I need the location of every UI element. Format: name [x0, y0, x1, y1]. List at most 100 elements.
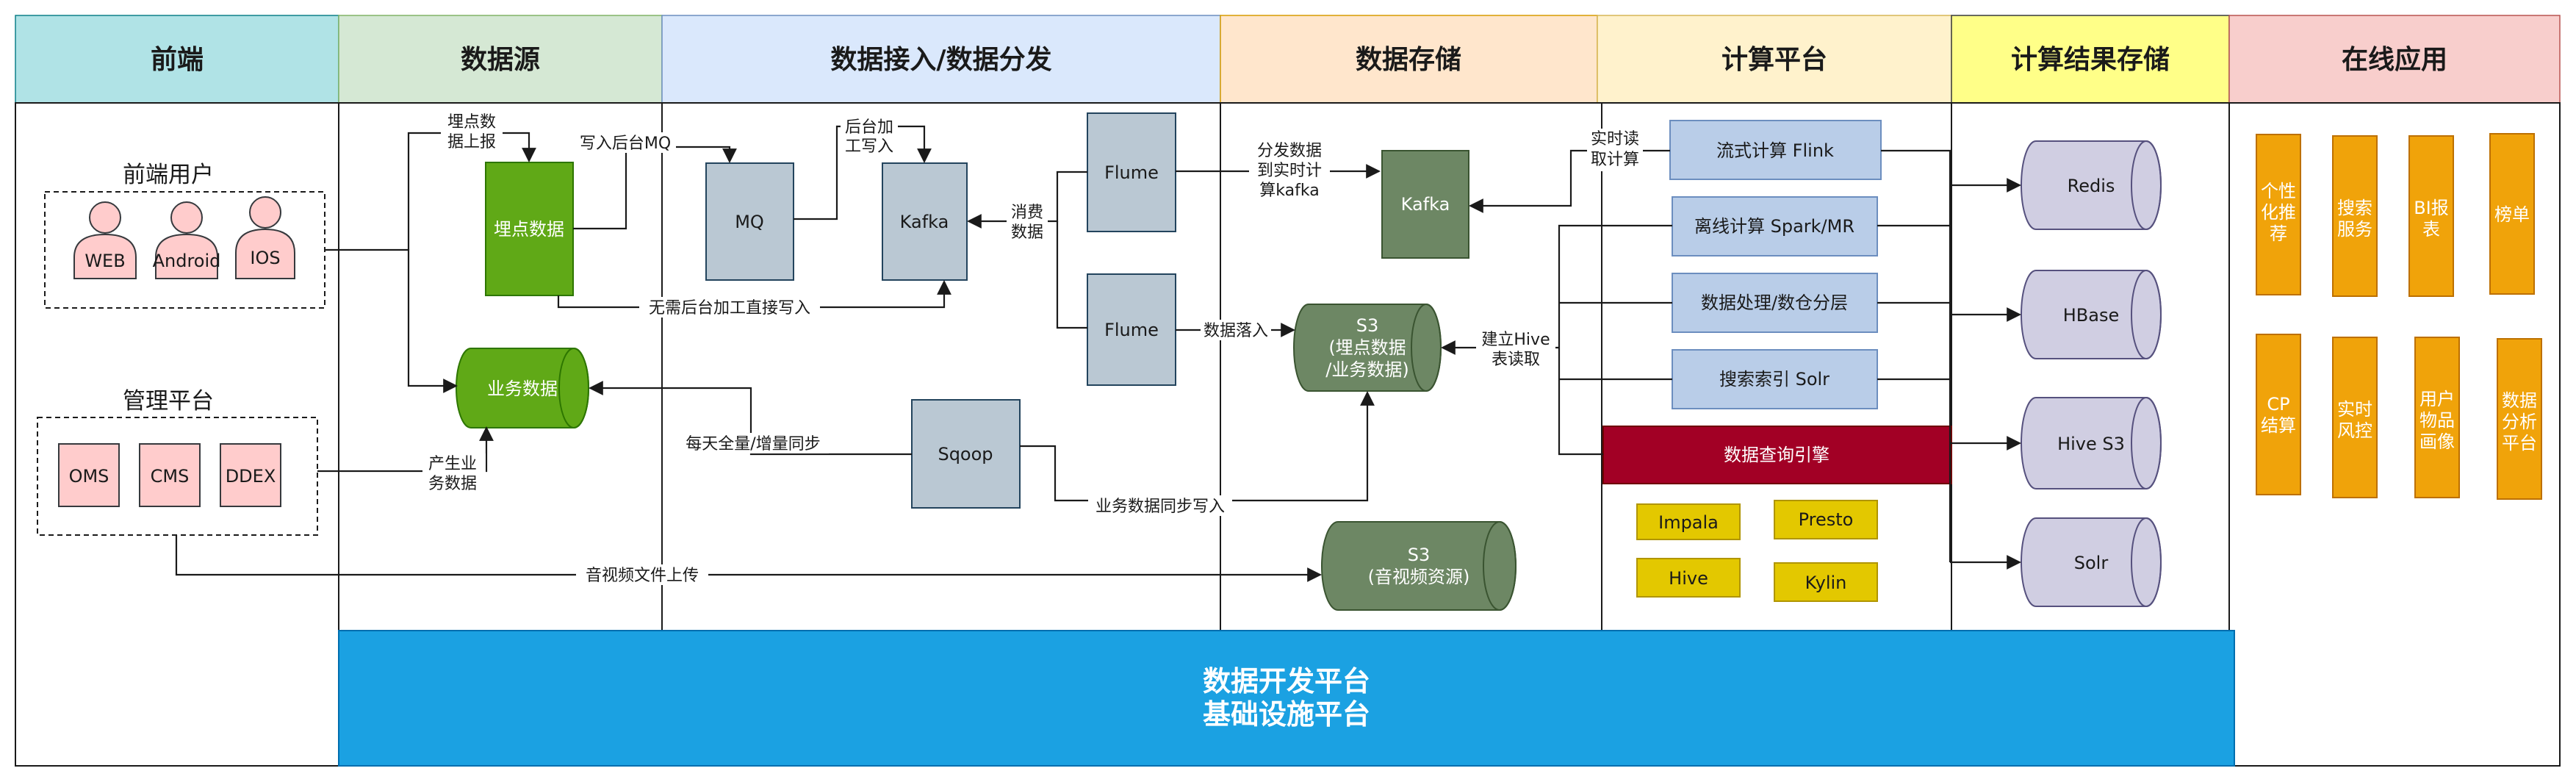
flume-bottom-node: Flume [1087, 273, 1176, 386]
mq-label: MQ [735, 212, 764, 232]
label-write-mq: 写入后台MQ [580, 134, 671, 153]
edge-admin-to-business [317, 426, 494, 473]
flume-bottom-label: Flume [1104, 320, 1159, 340]
label-media-upload: 音视频文件上传 [586, 567, 699, 585]
header-source-bg [338, 15, 663, 104]
app-user-profile-l2: 物品 [2420, 410, 2455, 431]
admin-ddex-label: DDEX [226, 466, 276, 487]
app-bi-report-l2: 表 [2422, 219, 2440, 240]
header-ingest-bg [661, 15, 1221, 104]
label-biz-sync: 业务数据同步写入 [1095, 498, 1225, 516]
app-bi-report [2408, 135, 2454, 297]
app-search-l2: 服务 [2337, 219, 2372, 240]
compute-solr-node: 搜索索引 Solr [1672, 349, 1878, 409]
edge-labels: 埋点数 据上报 写入后台MQ 后台加 工写入 消费 数据 无需后台加工直接写入 … [422, 111, 1643, 585]
app-recommend-l3: 荐 [2270, 223, 2287, 244]
app-cp-settlement-l1: CP [2267, 394, 2289, 415]
app-user-profile-l3: 画像 [2420, 431, 2455, 452]
app-analytics-l1: 数据 [2502, 390, 2537, 411]
user-web: WEB [73, 201, 137, 279]
label-produce-2: 务数据 [428, 475, 477, 493]
label-direct-write: 无需后台加工直接写入 [649, 299, 810, 318]
platform-bar: 数据开发平台 基础设施平台 [338, 630, 2235, 767]
ingest-kafka-node: Kafka [882, 162, 968, 281]
compute-spark-label: 离线计算 Spark/MR [1694, 216, 1854, 237]
header-storage: 数据存储 [1356, 45, 1461, 75]
edge-users-to-business [325, 248, 458, 393]
app-recommend [2256, 134, 2301, 295]
compute-warehouse-label: 数据处理/数仓分层 [1701, 293, 1848, 313]
app-analytics-platform [2497, 338, 2542, 500]
label-backend-2: 工写入 [845, 137, 893, 156]
s3-media-line1: S3 [1408, 545, 1431, 565]
admin-ddex [220, 443, 281, 507]
app-cp-settlement [2256, 334, 2301, 495]
header-storage-bg [1220, 15, 1598, 104]
admin-cms [139, 443, 201, 507]
s3-tracking-line3: /业务数据) [1325, 359, 1408, 380]
storage-kafka-label: Kafka [1401, 194, 1450, 215]
result-solr-node: Solr [2021, 517, 2162, 607]
sqoop-label: Sqoop [938, 444, 993, 464]
app-ranking-l1: 榜单 [2494, 204, 2530, 225]
app-recommend-l1: 个性 [2261, 181, 2296, 201]
header-ingest: 数据接入/数据分发 [830, 45, 1051, 75]
label-hive-2: 表读取 [1492, 351, 1540, 369]
s3-tracking-line1: S3 [1356, 315, 1379, 336]
online-apps: 个性 化推 荐 搜索 服务 BI报 表 榜单 CP 结算 实时 风控 用户 物品… [2256, 133, 2542, 500]
tracking-data-node: 埋点数据 [485, 162, 574, 296]
app-user-profile-l1: 用户 [2420, 389, 2455, 409]
app-recommend-l2: 化推 [2261, 202, 2296, 223]
result-redis-label: Redis [2068, 176, 2115, 196]
header-frontend: 前端 [151, 45, 204, 75]
query-engine-label: 数据查询引擎 [1724, 445, 1830, 465]
result-hive-s3-label: Hive S3 [2057, 434, 2125, 454]
flume-top-node: Flume [1087, 112, 1176, 232]
app-analytics-l3: 平台 [2502, 433, 2537, 453]
engine-hive-label: Hive [1669, 568, 1708, 589]
compute-flink-label: 流式计算 Flink [1716, 140, 1834, 161]
result-hive-s3-node: Hive S3 [2021, 397, 2162, 489]
compute-flink-node: 流式计算 Flink [1669, 120, 1882, 180]
label-produce-1: 产生业 [428, 455, 477, 473]
app-analytics-l2: 分析 [2502, 412, 2537, 432]
app-bi-report-l1: BI报 [2414, 198, 2449, 218]
header-source: 数据源 [461, 45, 540, 75]
admin-oms-label: OMS [69, 466, 109, 487]
result-hbase-node: HBase [2021, 270, 2162, 359]
user-ios: IOS [235, 196, 295, 279]
header-compute: 计算平台 [1721, 45, 1827, 75]
header-compute-bg [1597, 15, 1952, 104]
admin-oms [58, 443, 120, 507]
engine-presto-label: Presto [1799, 509, 1854, 530]
label-backend-1: 后台加 [845, 118, 893, 137]
edge-compute-to-s3 [1558, 224, 1672, 456]
engine-impala-label: Impala [1658, 512, 1719, 533]
s3-media-node: S3 (音视频资源) [1321, 521, 1517, 611]
label-daily-sync: 每天全量/增量同步 [686, 435, 820, 453]
engine-impala: Impala [1636, 503, 1741, 540]
engine-presto: Presto [1774, 500, 1878, 539]
flume-top-label: Flume [1104, 162, 1159, 183]
app-search [2332, 135, 2378, 297]
sqoop-node: Sqoop [911, 399, 1021, 509]
edge-flume-bottom-consume [1056, 221, 1087, 329]
header-result: 计算结果存储 [2011, 45, 2170, 75]
engine-hive: Hive [1636, 558, 1741, 598]
app-user-profile [2414, 337, 2460, 498]
business-data-label: 业务数据 [487, 379, 558, 399]
header-frontend-bg [15, 15, 339, 104]
s3-media-line2: (音视频资源) [1368, 567, 1470, 587]
app-risk-control-l1: 实时 [2337, 399, 2372, 420]
label-realtime-2: 取计算 [1591, 151, 1639, 169]
admin-cms-label: CMS [151, 466, 190, 487]
label-report-2: 据上报 [447, 133, 496, 151]
compute-warehouse-node: 数据处理/数仓分层 [1672, 273, 1878, 333]
label-land: 数据落入 [1204, 322, 1268, 340]
label-consume-2: 数据 [1011, 223, 1043, 242]
header-result-bg [1951, 15, 2230, 104]
user-web-label: WEB [84, 251, 125, 271]
label-dist-2: 到实时计 [1257, 162, 1322, 180]
label-report-1: 埋点数 [447, 113, 496, 132]
